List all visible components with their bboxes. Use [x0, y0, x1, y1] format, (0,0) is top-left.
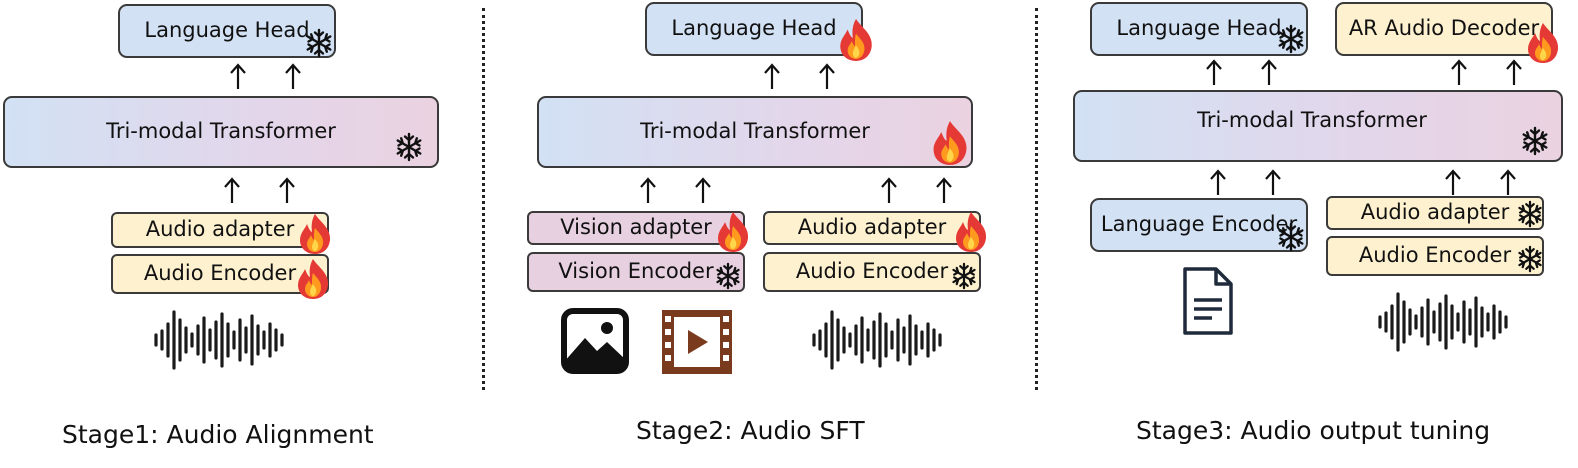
stage3-ar-audio-decoder-label: AR Audio Decoder [1348, 16, 1540, 40]
stage3-decoder-arrows [1351, 58, 1551, 88]
document-icon [1183, 267, 1233, 335]
stage3-ar-audio-decoder: AR Audio Decoder [1335, 2, 1553, 56]
stage2-audio-encoder-label: Audio Encoder [795, 259, 949, 283]
stage3-language-head: Language Head [1090, 2, 1308, 56]
snowflake-icon [1276, 24, 1306, 54]
stage2-vision-encoder-label: Vision Encoder [558, 259, 714, 283]
stage3-audio-arrows [1345, 168, 1545, 198]
stage3-transformer: Tri-modal Transformer [1073, 90, 1563, 162]
stage2-audio-adapter-label: Audio adapter [797, 215, 947, 239]
stage1-audio-adapter-label: Audio adapter [145, 217, 295, 241]
stage1-caption: Stage1: Audio Alignment [62, 420, 374, 449]
stage1-language-head: Language Head [118, 4, 336, 58]
stage2-audio-adapter: Audio adapter [763, 211, 981, 245]
stage-divider-1 [482, 8, 485, 390]
stage3-caption: Stage3: Audio output tuning [1136, 416, 1491, 445]
stage1-transformer: Tri-modal Transformer [3, 96, 439, 168]
stage-divider-2 [1035, 8, 1038, 390]
video-icon [662, 310, 732, 374]
stage1-transformer-label: Tri-modal Transformer [106, 119, 336, 143]
stage2-audio-encoder: Audio Encoder [763, 252, 981, 292]
stage2-language-head-label: Language Head [671, 16, 837, 40]
stage3-audio-encoder: Audio Encoder [1326, 236, 1544, 276]
stage1-panel: Language Head Tri-modal Transformer Audi… [0, 0, 480, 468]
stage3-language-head-label: Language Head [1116, 16, 1282, 40]
stage1-language-head-label: Language Head [144, 18, 310, 42]
snowflake-icon [1520, 126, 1550, 156]
stage3-transformer-label: Tri-modal Transformer [1197, 108, 1427, 132]
snowflake-icon [1276, 222, 1306, 252]
stage3-language-encoder-label: Language Encoder [1100, 212, 1298, 236]
stage3-audio-adapter: Audio adapter [1326, 196, 1544, 230]
stage3-language-encoder: Language Encoder [1090, 198, 1308, 252]
stage2-vision-adapter-label: Vision adapter [560, 215, 712, 239]
stage3-head-arrows [1106, 58, 1306, 88]
stage1-audio-adapter: Audio adapter [111, 212, 329, 248]
stage3-language-arrows [1110, 168, 1310, 198]
image-icon [561, 308, 629, 374]
stage2-vision-adapter: Vision adapter [527, 211, 745, 245]
stage2-language-head: Language Head [645, 2, 863, 56]
stage2-caption: Stage2: Audio SFT [636, 416, 865, 445]
stage2-transformer: Tri-modal Transformer [537, 96, 973, 168]
stage3-audio-encoder-label: Audio Encoder [1358, 243, 1512, 267]
stage3-audio-adapter-label: Audio adapter [1360, 200, 1510, 224]
stage1-audio-encoder: Audio Encoder [111, 254, 329, 294]
snowflake-icon [1516, 245, 1544, 273]
audio-waveform-icon [1374, 292, 1514, 352]
stage1-audio-encoder-label: Audio Encoder [143, 261, 297, 285]
stage2-vision-encoder: Vision Encoder [527, 252, 745, 292]
snowflake-icon [1516, 200, 1544, 228]
stage2-transformer-label: Tri-modal Transformer [640, 119, 870, 143]
